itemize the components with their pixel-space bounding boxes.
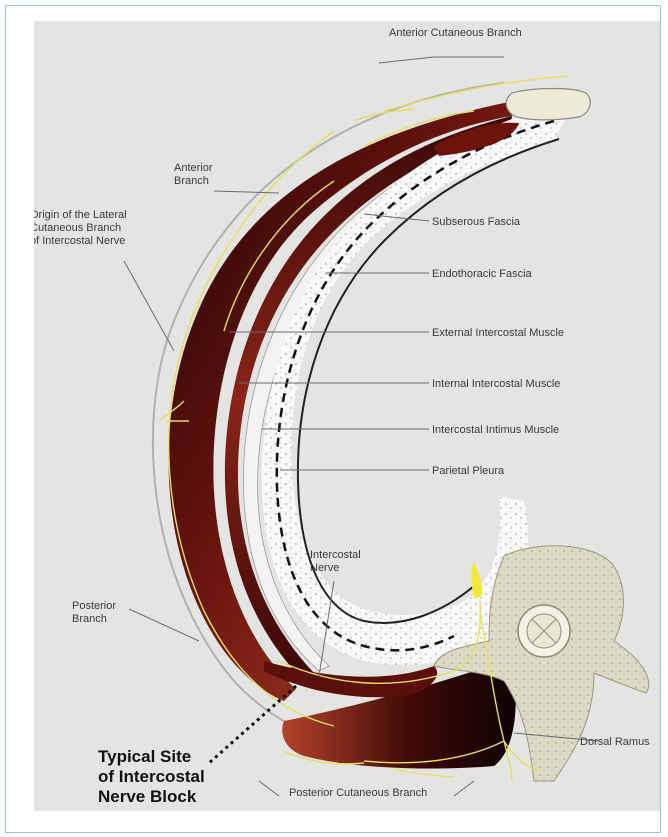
label-external-intercostal: External Intercostal Muscle bbox=[432, 327, 564, 339]
label-typical-site-line3: Nerve Block bbox=[98, 787, 197, 806]
label-posterior-cutaneous-branch: Posterior Cutaneous Branch bbox=[289, 787, 427, 799]
label-intercostal-nerve-line1: Intercostal bbox=[310, 549, 361, 561]
label-origin-lateral-line3: of Intercostal Nerve bbox=[34, 235, 125, 247]
figure-frame: Anterior Cutaneous Branch Anterior Branc… bbox=[5, 5, 661, 833]
label-origin-lateral-line2: Cutaneous Branch bbox=[34, 222, 121, 234]
label-typical-site-line1: Typical Site bbox=[98, 747, 191, 766]
label-internal-intercostal: Internal Intercostal Muscle bbox=[432, 378, 560, 390]
label-intercostal-intimus: Intercostal Intimus Muscle bbox=[432, 424, 559, 436]
label-origin-lateral-line1: Origin of the Lateral bbox=[34, 209, 127, 221]
label-typical-site-line2: of Intercostal bbox=[98, 767, 205, 786]
label-intercostal-nerve-line2: Nerve bbox=[310, 562, 339, 574]
label-anterior-branch-line1: Anterior bbox=[174, 162, 213, 174]
spinal-nerve bbox=[471, 561, 482, 599]
intercostal-anatomy-diagram: Anterior Cutaneous Branch Anterior Branc… bbox=[34, 21, 660, 811]
label-posterior-branch-line2: Branch bbox=[72, 613, 107, 625]
sternum bbox=[506, 89, 590, 120]
label-posterior-branch-line1: Posterior bbox=[72, 600, 116, 612]
label-anterior-branch-line2: Branch bbox=[174, 175, 209, 187]
label-anterior-cutaneous-branch: Anterior Cutaneous Branch bbox=[389, 27, 522, 39]
label-parietal-pleura: Parietal Pleura bbox=[432, 465, 505, 477]
label-dorsal-ramus: Dorsal Ramus bbox=[580, 736, 650, 748]
label-endothoracic-fascia: Endothoracic Fascia bbox=[432, 268, 533, 280]
label-subserous-fascia: Subserous Fascia bbox=[432, 216, 521, 228]
diagram-canvas: Anterior Cutaneous Branch Anterior Branc… bbox=[34, 21, 660, 811]
